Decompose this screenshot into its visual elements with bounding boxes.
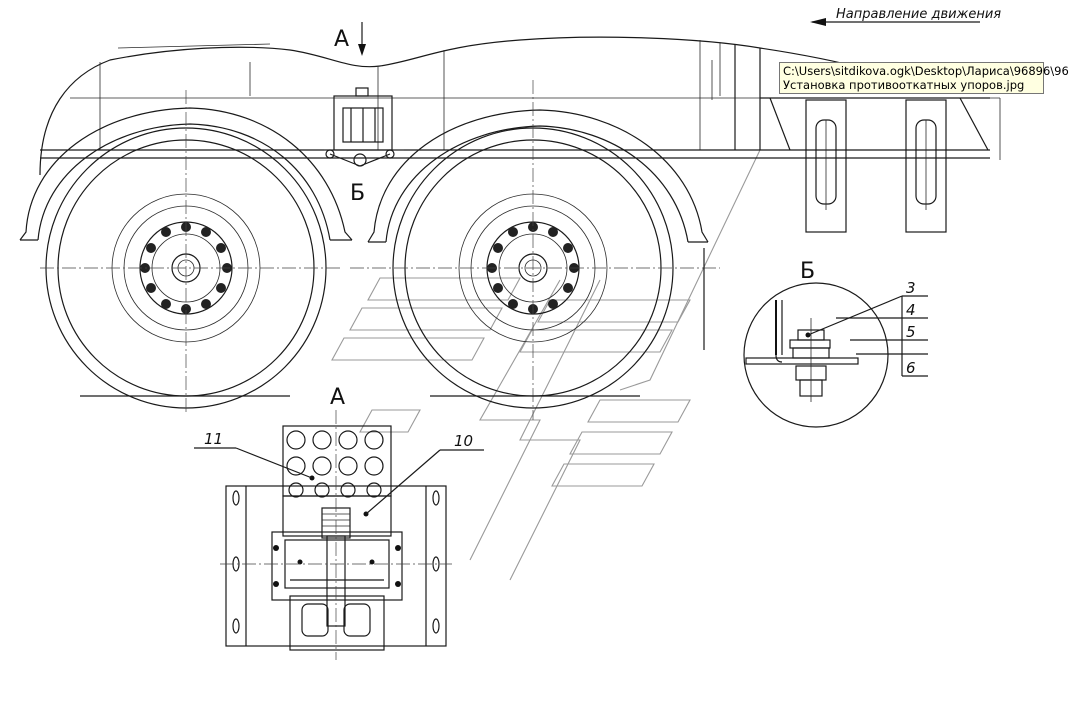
file-path-tooltip: C:\Users\sitdikova.ogk\Desktop\Лариса\96… [779,62,1069,94]
view-a-marker: А [334,22,366,56]
tooltip-path: C:\Users\sitdikova.ogk\Desktop\Лариса\96… [783,64,1069,78]
leader-label-10: 10 [454,432,473,450]
wheel-right-studs [487,222,579,314]
leader-label-11: 11 [204,430,223,448]
direction-label: Направление движения [836,7,1001,22]
wheel-right [350,80,720,420]
callout-5: 5 [906,323,916,341]
technical-drawing: Направление движения А [19,7,1001,660]
detail-b-title: Б [800,259,815,284]
wheel-left [40,90,340,414]
view-b-label: Б [350,181,365,206]
callout-3: 3 [906,279,916,297]
tooltip-filename: Установка противооткатных упоров.jpg [783,78,1025,92]
plan-view-a: А [194,385,484,660]
callout-6: 6 [906,359,916,377]
chock-side-view: Б [324,87,404,206]
view-a-label: А [334,27,349,52]
fender-left [19,107,353,241]
watermark-logo [331,149,761,581]
direction-indicator: Направление движения [810,7,1001,26]
callout-4: 4 [906,301,916,319]
rear-brackets [760,97,990,233]
detail-view-b: Б 3 4 5 6 [743,259,928,428]
chock-holes [286,430,384,498]
trailer-frame [39,36,1001,176]
view-a-title: А [330,385,345,410]
fender-right [367,109,709,243]
